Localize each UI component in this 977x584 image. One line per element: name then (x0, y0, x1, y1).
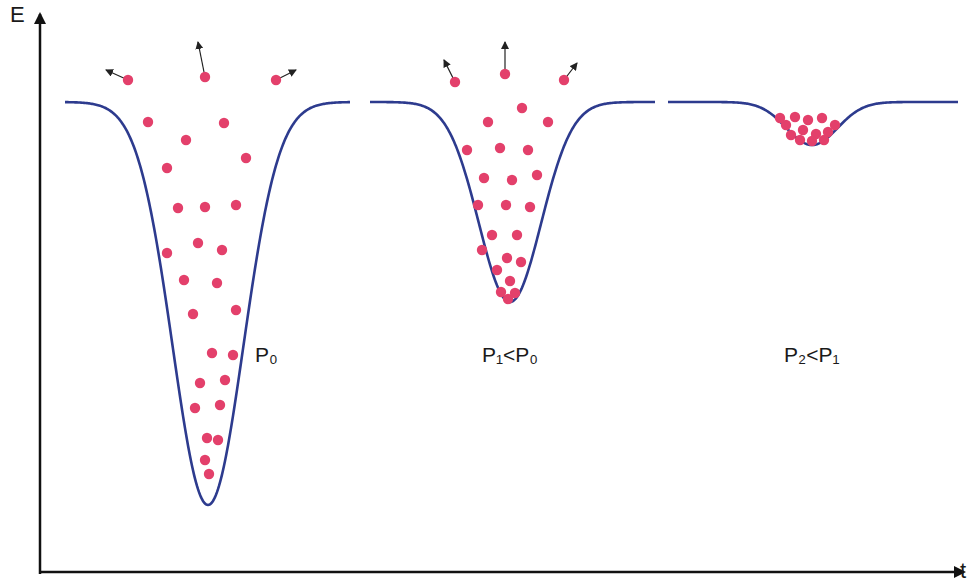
particle (487, 230, 497, 240)
particle (492, 265, 502, 275)
particle (188, 309, 198, 319)
particle (817, 113, 827, 123)
particle (786, 130, 796, 140)
axis-label: E (10, 4, 25, 26)
particle (502, 253, 512, 263)
particle (477, 245, 487, 255)
particle (220, 375, 230, 385)
pressure-label: P₂<P₁ (784, 344, 840, 365)
particle (507, 175, 517, 185)
particle (231, 305, 241, 315)
particle (775, 113, 785, 123)
particle (143, 117, 153, 127)
particle (123, 75, 133, 85)
particle (501, 200, 511, 210)
particle (512, 230, 522, 240)
pressure-label: P₁<P₀ (482, 344, 538, 365)
particle (193, 238, 203, 248)
time-axis (40, 571, 964, 574)
particle (450, 77, 460, 87)
particle (173, 203, 183, 213)
particle (202, 433, 212, 443)
particle (217, 245, 227, 255)
particle (795, 135, 805, 145)
particle (207, 348, 217, 358)
particle (162, 163, 172, 173)
energy-axis (39, 14, 42, 574)
particle (204, 469, 214, 479)
particle (200, 72, 210, 82)
potential-wells (65, 102, 958, 505)
particle (483, 117, 493, 127)
particle (162, 248, 172, 258)
particle (200, 202, 210, 212)
particle (181, 135, 191, 145)
potential-well (65, 102, 350, 505)
particle (179, 275, 189, 285)
potential-well (370, 102, 655, 302)
particle (228, 350, 238, 360)
particle (516, 257, 526, 267)
particle (219, 118, 229, 128)
particle (798, 125, 808, 135)
particle (215, 400, 225, 410)
particle (195, 378, 205, 388)
particle (523, 145, 533, 155)
particle (241, 153, 251, 163)
particle (807, 136, 817, 146)
particle (213, 435, 223, 445)
particle (505, 276, 515, 286)
particle (212, 278, 222, 288)
particle (200, 455, 210, 465)
particles (106, 42, 840, 479)
particle (803, 115, 813, 125)
particle (543, 117, 553, 127)
particle (819, 135, 829, 145)
particle (271, 75, 281, 85)
particle (231, 200, 241, 210)
particle (503, 294, 513, 304)
particle (790, 112, 800, 122)
particle (500, 69, 510, 79)
particle (517, 103, 527, 113)
axis-label: t (960, 560, 966, 582)
particle (532, 170, 542, 180)
particle (479, 173, 489, 183)
particle (190, 403, 200, 413)
particle (462, 145, 472, 155)
pressure-label: P₀ (255, 344, 278, 365)
escape-arrow (198, 42, 205, 77)
particle (473, 200, 483, 210)
particle (559, 75, 569, 85)
particle (525, 202, 535, 212)
particle (495, 143, 505, 153)
